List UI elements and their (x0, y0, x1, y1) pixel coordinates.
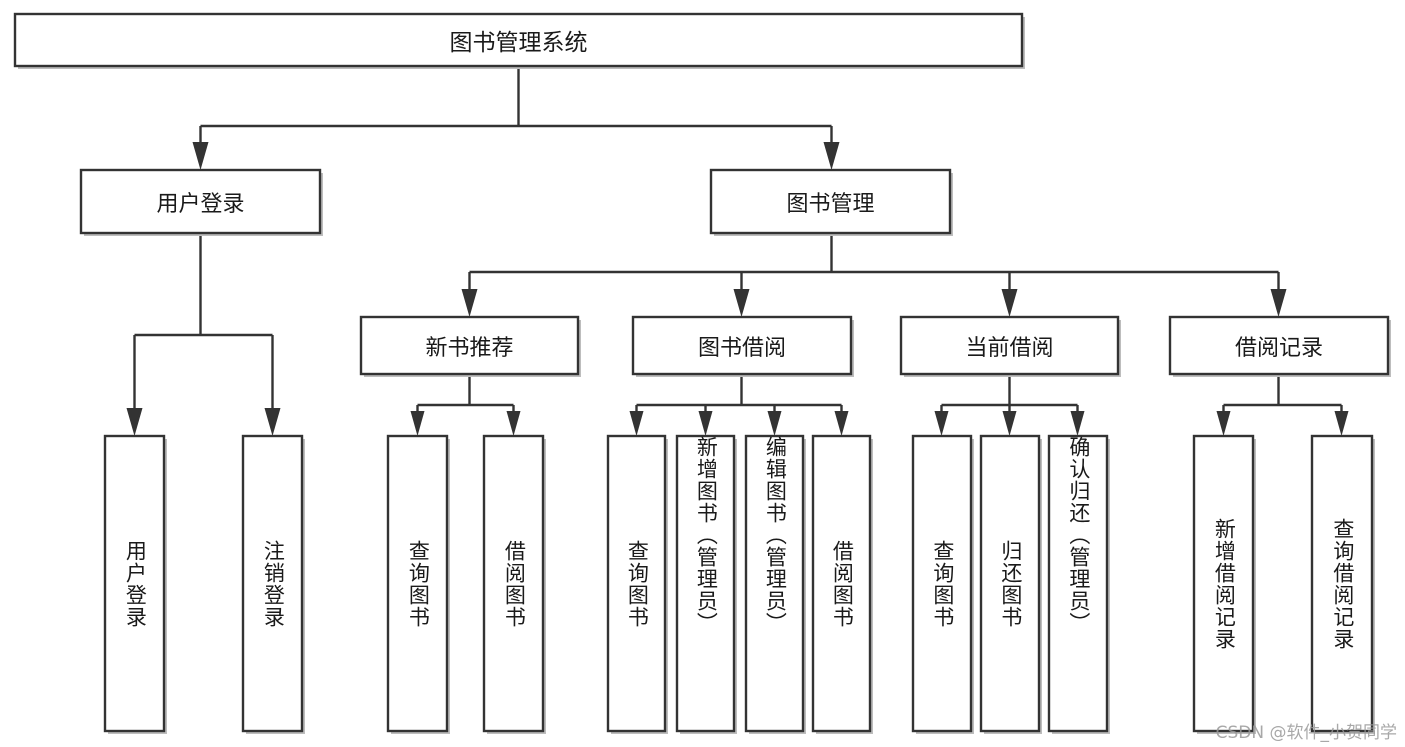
arrow-head-icon (823, 142, 840, 170)
node-box-leaf-query-book-1[interactable] (386, 434, 449, 733)
node-box-borrow-record[interactable] (1168, 315, 1390, 376)
node-box-leaf-user-login[interactable] (103, 434, 166, 733)
connector-group-book-borrow (629, 374, 849, 436)
node-box-current-borrow[interactable] (899, 315, 1120, 376)
arrow-head-icon (410, 411, 425, 436)
connector-group-user-login (126, 233, 281, 436)
connector-group-borrow-record (1216, 374, 1349, 436)
node-box-new-book-rec[interactable] (359, 315, 580, 376)
node-box-leaf-query-book-2[interactable] (606, 434, 667, 733)
arrow-head-icon (1002, 411, 1017, 436)
arrow-head-icon (506, 411, 521, 436)
arrow-head-icon (264, 408, 281, 436)
arrow-head-icon (934, 411, 949, 436)
arrow-head-icon (767, 411, 782, 436)
connector-group-current-borrow (934, 374, 1085, 436)
arrow-head-icon (1070, 411, 1085, 436)
node-box-root[interactable] (13, 12, 1024, 68)
node-box-book-borrow[interactable] (631, 315, 853, 376)
arrow-head-icon (126, 408, 143, 436)
arrow-head-icon (629, 411, 644, 436)
node-box-leaf-query-book-3[interactable] (911, 434, 973, 733)
node-box-leaf-edit-book[interactable] (744, 434, 805, 733)
connector-group-book-manage (461, 233, 1287, 317)
arrow-head-icon (192, 142, 209, 170)
node-box-leaf-add-record[interactable] (1192, 434, 1255, 733)
node-box-leaf-borrow-book-2[interactable] (811, 434, 872, 733)
arrow-head-icon (1334, 411, 1349, 436)
node-boxes (13, 12, 1391, 734)
arrow-head-icon (834, 411, 849, 436)
node-box-leaf-logout[interactable] (241, 434, 304, 733)
node-box-leaf-add-book[interactable] (675, 434, 736, 733)
node-box-leaf-borrow-book-1[interactable] (482, 434, 545, 733)
node-box-leaf-return-book[interactable] (979, 434, 1041, 733)
node-box-leaf-query-record[interactable] (1310, 434, 1374, 733)
arrow-head-icon (1216, 411, 1231, 436)
arrow-head-icon (698, 411, 713, 436)
arrow-head-icon (1001, 289, 1018, 317)
connector-group-root (192, 66, 840, 170)
connector-group-new-book-rec (410, 374, 521, 436)
node-box-leaf-confirm-return[interactable] (1047, 434, 1109, 733)
node-box-book-manage[interactable] (709, 168, 952, 235)
arrow-head-icon (1270, 289, 1287, 317)
node-box-user-login[interactable] (79, 168, 322, 235)
arrow-head-icon (733, 289, 750, 317)
arrow-head-icon (461, 289, 478, 317)
